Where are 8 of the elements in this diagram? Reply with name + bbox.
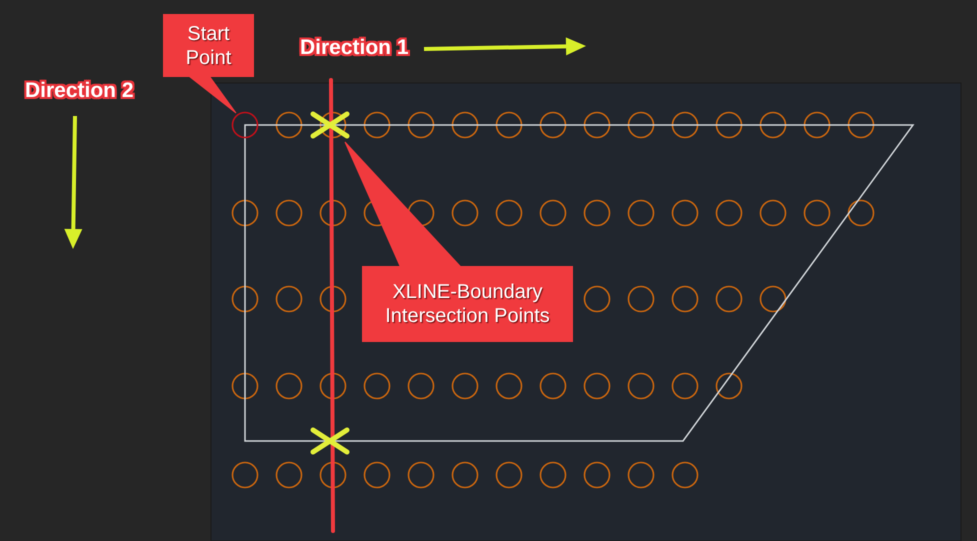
callout-box: XLINE-Boundary Intersection Points [362, 266, 573, 342]
callout-pointer [344, 142, 462, 266]
intersection-mark [310, 112, 350, 138]
direction-label: Direction 1 [300, 36, 409, 60]
callout-pointer [188, 76, 236, 114]
direction-label: Direction 2 [25, 79, 134, 103]
intersection-mark [310, 428, 350, 454]
start-point-circle [232, 112, 258, 138]
